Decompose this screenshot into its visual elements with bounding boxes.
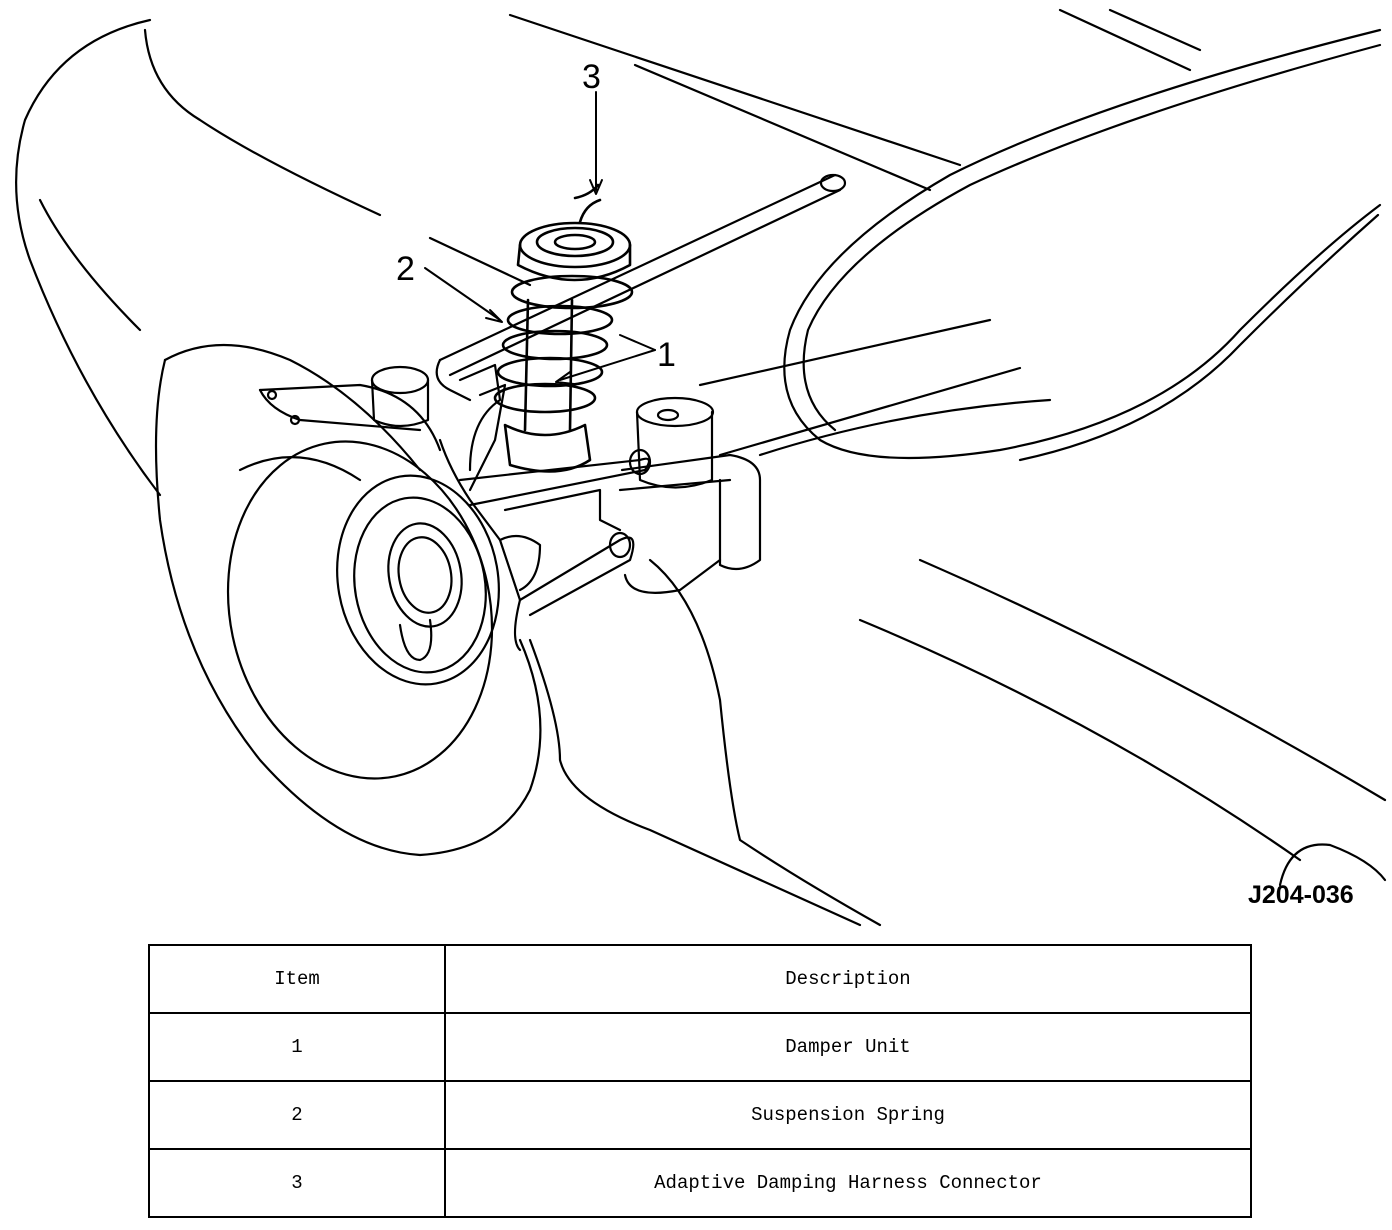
fender-arch xyxy=(783,28,1382,462)
callout-3: 3 xyxy=(582,58,601,96)
spring-damper-assembly xyxy=(493,183,634,473)
callout-1: 1 xyxy=(657,336,676,374)
body-panel-outline xyxy=(15,8,1202,497)
figure-id: J204-036 xyxy=(1248,881,1354,909)
callout-leaders xyxy=(424,91,656,385)
row-item: 2 xyxy=(148,1080,446,1150)
anti-roll-bar xyxy=(435,173,847,492)
legend-table: Item Description 1 Damper Unit 2 Suspens… xyxy=(148,944,1252,1218)
trailing-bracket xyxy=(258,383,442,452)
table-row: 1 Damper Unit xyxy=(148,1012,1252,1082)
header-description: Description xyxy=(444,944,1252,1014)
table-header-row: Item Description xyxy=(148,944,1252,1014)
suspension-knuckle xyxy=(438,438,652,652)
table-row: 2 Suspension Spring xyxy=(148,1080,1252,1150)
row-description: Adaptive Damping Harness Connector xyxy=(444,1148,1252,1218)
row-description: Suspension Spring xyxy=(444,1080,1252,1150)
row-description: Damper Unit xyxy=(444,1012,1252,1082)
spring-seat-block xyxy=(618,396,762,594)
header-item: Item xyxy=(148,944,446,1014)
row-item: 1 xyxy=(148,1012,446,1082)
table-row: 3 Adaptive Damping Harness Connector xyxy=(148,1148,1252,1218)
callout-2: 2 xyxy=(396,250,415,288)
bump-stop xyxy=(370,365,430,428)
suspension-illustration: 3 2 1 J204-036 xyxy=(15,8,1387,927)
underbody-lines xyxy=(528,318,1387,927)
brake-disc xyxy=(336,474,500,686)
row-item: 3 xyxy=(148,1148,446,1218)
tyre xyxy=(154,343,542,857)
